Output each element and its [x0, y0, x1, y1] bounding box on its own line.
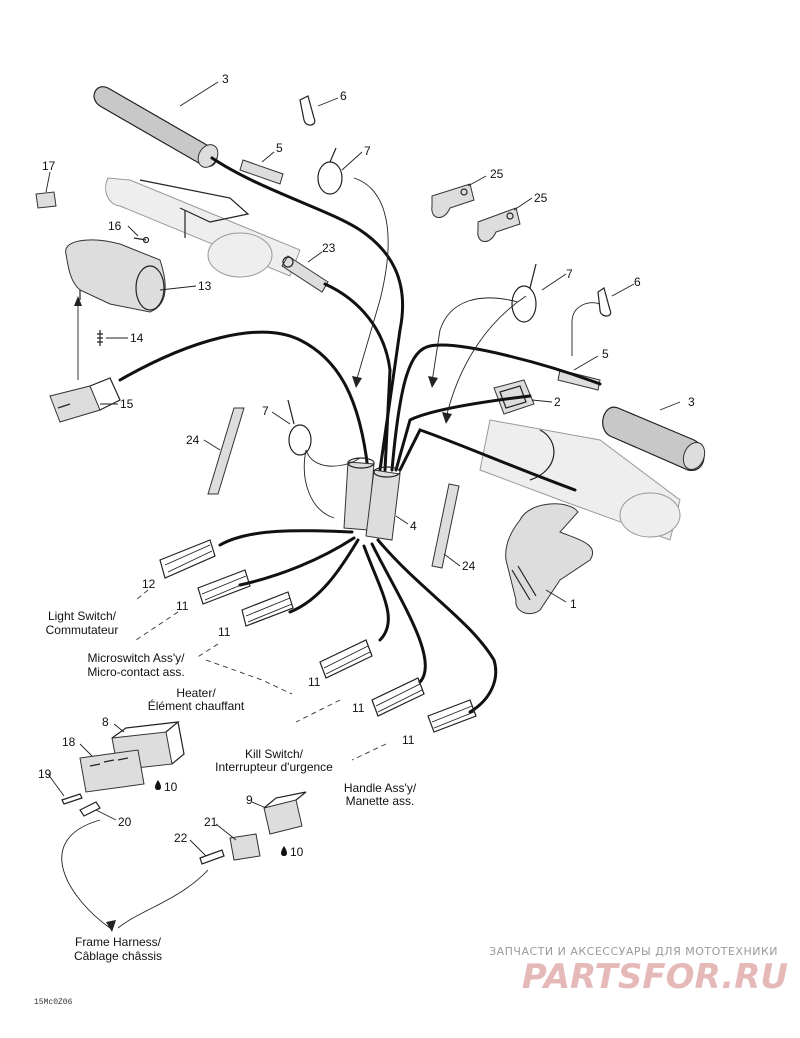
left-handlebar-ghost — [105, 177, 301, 278]
switch-housing — [65, 239, 166, 313]
part-number: 2 — [554, 395, 561, 409]
watermark: ЗАПЧАСТИ И АКСЕССУАРЫ ДЛЯ МОТОТЕХНИКИ PA… — [489, 945, 788, 997]
part-number: 1 — [570, 597, 577, 611]
kill-switch-label-fr: Interrupteur d'urgence — [215, 760, 333, 774]
drop-icon-a — [155, 780, 161, 790]
part-number: 20 — [118, 815, 132, 829]
frame-harness-label-fr: Câblage châssis — [74, 949, 162, 963]
part-number: 22 — [174, 831, 188, 845]
housing-screw — [97, 330, 103, 346]
heater-label-fr: Élément chauffant — [148, 698, 245, 713]
connector-group-11b — [241, 591, 294, 627]
wire-harness — [118, 156, 602, 714]
clamp-top — [431, 183, 475, 218]
light-switch-label: Light Switch/ — [48, 609, 117, 623]
tie-wrap-right — [511, 263, 537, 323]
tie-clip-top — [299, 95, 316, 126]
right-handlebar-ghost — [479, 419, 681, 541]
microswitch-label: Microswitch Ass'y/ — [88, 651, 186, 665]
part-number: 11 — [308, 675, 321, 689]
part-number: 21 — [204, 815, 218, 829]
connector-group-12 — [159, 539, 216, 579]
tie-wrap-top — [317, 147, 343, 195]
brake-handle — [505, 503, 593, 615]
part-number: 16 — [108, 219, 122, 233]
frame-harness-label: Frame Harness/ — [75, 935, 162, 949]
heater-label: Heater/ — [176, 686, 216, 700]
tube-right — [431, 483, 460, 569]
connector-group-11c — [319, 639, 373, 679]
part-number: 14 — [130, 331, 144, 345]
leader-lines — [45, 81, 681, 932]
heater-probe — [281, 255, 329, 293]
grip-right — [602, 406, 706, 471]
watermark-logo: PARTSFOR.RU — [522, 957, 788, 997]
tie-clip-right — [597, 287, 612, 317]
tube-left — [207, 407, 245, 495]
part-number: 24 — [186, 433, 200, 447]
part-number: 25 — [490, 167, 504, 181]
connector-group-11e — [427, 699, 477, 733]
light-switch-label-fr: Commutateur — [46, 623, 119, 637]
part-number: 10 — [164, 780, 178, 794]
part-number: 18 — [62, 735, 76, 749]
connector-9 — [263, 791, 307, 835]
part-number: 7 — [262, 404, 269, 418]
part-number: 6 — [340, 89, 347, 103]
part-number: 19 — [38, 767, 52, 781]
part-number: 11 — [352, 701, 365, 715]
part-number: 5 — [602, 347, 609, 361]
kill-switch-label: Kill Switch/ — [245, 747, 304, 761]
grip-left — [93, 86, 219, 168]
microswitch-label-fr: Micro-contact ass. — [87, 665, 184, 679]
part-number: 25 — [534, 191, 548, 205]
handle-label: Handle Ass'y/ — [344, 781, 417, 795]
part-number: 11 — [176, 599, 189, 613]
part-number: 10 — [290, 845, 304, 859]
part-number: 6 — [634, 275, 641, 289]
pin-20 — [79, 801, 101, 817]
part-number: 11 — [402, 733, 415, 747]
part-number: 23 — [322, 241, 336, 255]
labels: Light Switch/ Commutateur Microswitch As… — [34, 609, 417, 1007]
part-number: 13 — [198, 279, 212, 293]
tie-wrap-mid — [287, 399, 312, 456]
part-numbers: 3 6 5 7 25 25 17 16 23 13 14 15 7 6 5 2 … — [38, 72, 695, 859]
part-number: 7 — [364, 144, 371, 158]
connector-housing-18 — [79, 749, 145, 793]
part-number: 17 — [42, 159, 56, 173]
part-number: 8 — [102, 715, 109, 729]
handle-label-fr: Manette ass. — [346, 794, 415, 808]
light-switch-part — [49, 377, 121, 423]
part-number: 9 — [246, 793, 253, 807]
connector-group-11d — [371, 677, 425, 717]
conduit — [343, 457, 401, 541]
part-number: 24 — [462, 559, 476, 573]
drop-icon-b — [281, 846, 287, 856]
decal — [35, 191, 57, 209]
pin-19 — [61, 793, 83, 805]
watermark-tagline: ЗАПЧАСТИ И АКСЕССУАРЫ ДЛЯ МОТОТЕХНИКИ — [489, 945, 778, 958]
part-number: 3 — [688, 395, 695, 409]
dashed-callouts — [135, 589, 387, 761]
sleeve-right — [557, 369, 601, 391]
pin-22 — [199, 849, 225, 865]
connector-21 — [229, 833, 261, 861]
connector-group-11a — [197, 569, 251, 605]
part-number: 11 — [218, 625, 231, 639]
part-number: 12 — [142, 577, 156, 591]
clamp-bottom — [477, 207, 521, 242]
part-number: 7 — [566, 267, 573, 281]
figure-code: 15Mc0Z06 — [34, 998, 73, 1007]
sleeve-top — [239, 159, 284, 185]
part-number: 5 — [276, 141, 283, 155]
part-number: 15 — [120, 397, 134, 411]
part-number: 4 — [410, 519, 417, 533]
screw — [133, 236, 150, 244]
part-number: 3 — [222, 72, 229, 86]
